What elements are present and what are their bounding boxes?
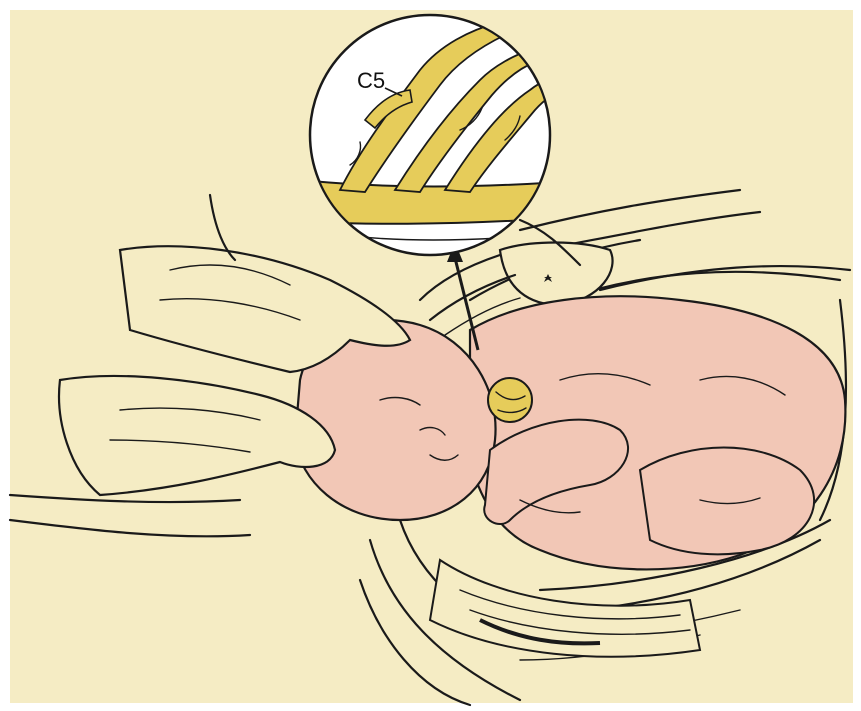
nerve-injury-site	[488, 378, 532, 422]
infant-leg	[640, 448, 814, 555]
inset-label: C5	[357, 68, 385, 93]
